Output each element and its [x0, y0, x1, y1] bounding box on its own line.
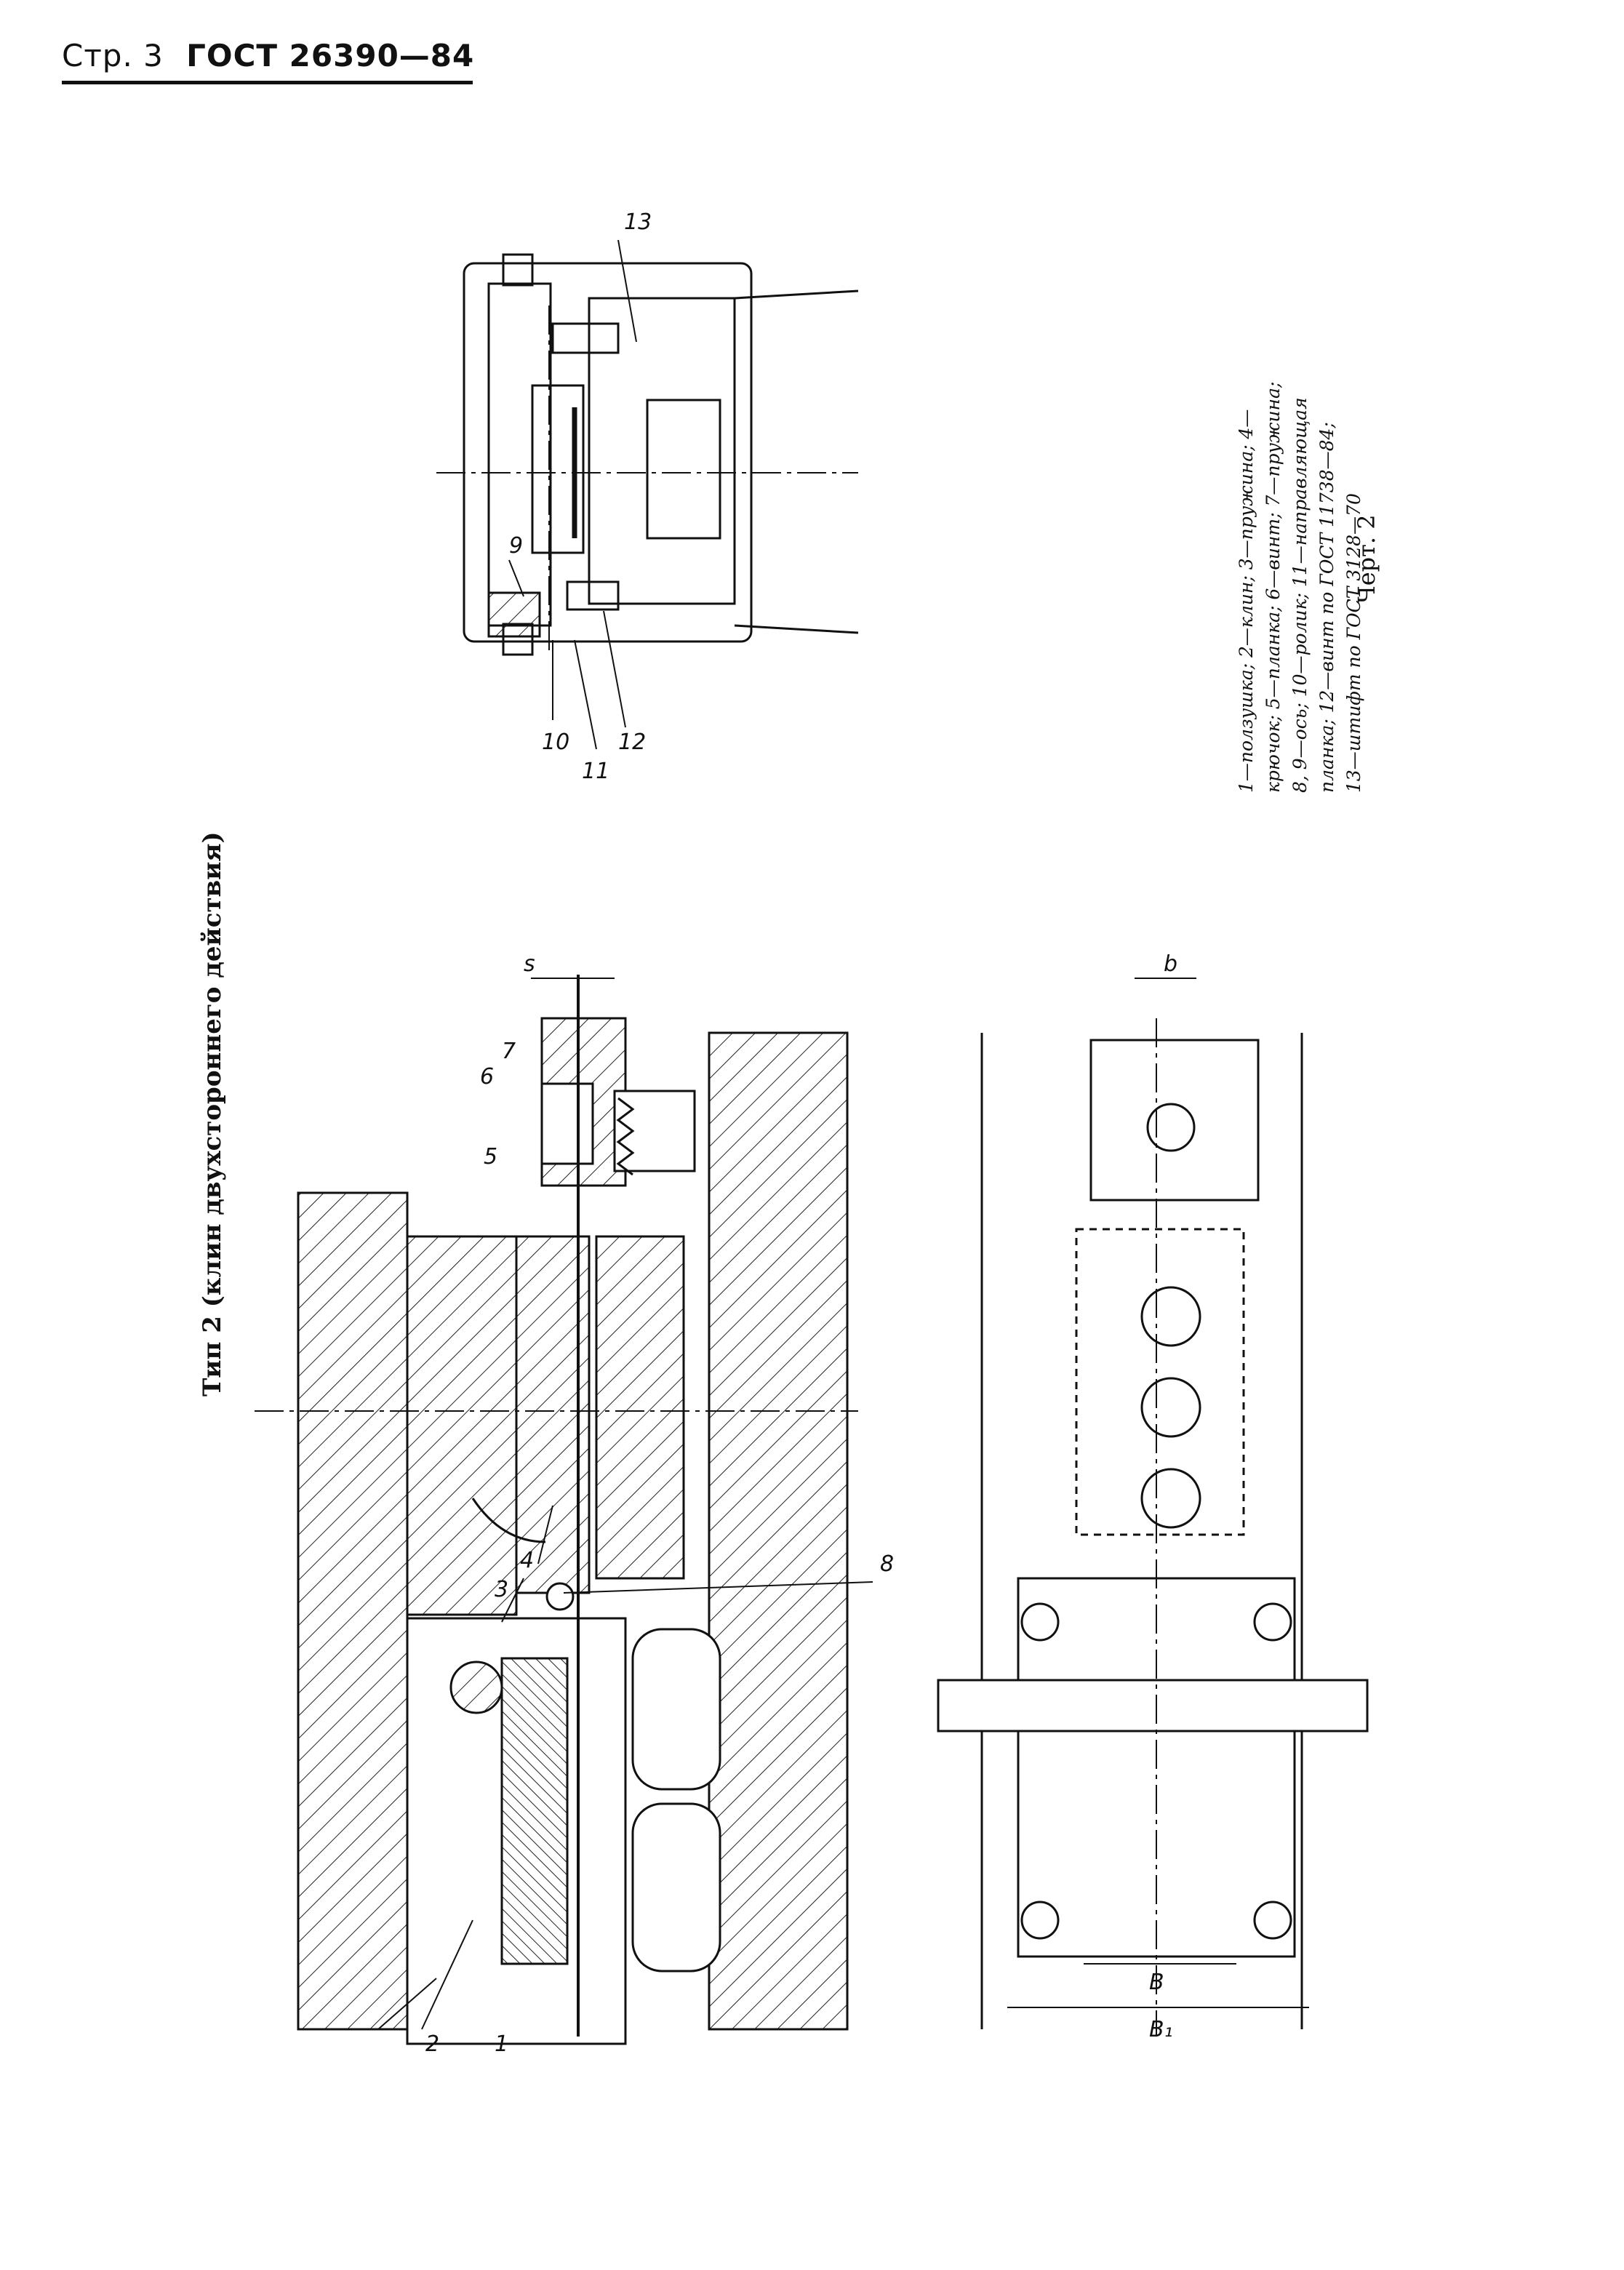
- wedge-guide-loop-2: [631, 1802, 721, 1973]
- leader-11: [574, 639, 597, 750]
- callout-7: 7: [502, 1039, 516, 1064]
- spring-7-coil: [613, 1090, 696, 1172]
- leader-9: [508, 559, 524, 597]
- plan-bolt-2: [1253, 1602, 1292, 1642]
- plan-bolt-1: [1020, 1602, 1060, 1642]
- leader-4: [537, 1505, 553, 1564]
- leader-1: [421, 1919, 473, 2030]
- upper-die-plate: [297, 1191, 409, 2031]
- plan-hole-2: [1140, 1377, 1201, 1438]
- punch-holder: [406, 1235, 518, 1616]
- figure-caption: Черт. 2: [1353, 514, 1380, 604]
- spring-7-zigzag: [616, 1097, 635, 1176]
- plan-stop-block: [1089, 1039, 1260, 1202]
- plan-bolt-4: [1253, 1901, 1292, 1940]
- leader-13: [617, 239, 637, 343]
- callout-10: 10: [542, 730, 569, 755]
- callout-1: 1: [495, 2031, 508, 2057]
- wedge-body: [500, 1657, 569, 1965]
- header-text: Стр. 3 ГОСТ 26390—84: [62, 38, 476, 73]
- callout-12: 12: [618, 730, 646, 755]
- dimension-B: B: [1149, 1970, 1164, 1995]
- top-pin-13: [551, 322, 620, 354]
- legend-line: 1—ползушка; 2—клин; 3—пружина; 4—: [1236, 409, 1257, 793]
- top-inner-frame: [588, 297, 736, 605]
- plan-die-outline: [1075, 1228, 1245, 1536]
- callout-11: 11: [582, 759, 609, 784]
- top-axis-9-hatched: [487, 591, 541, 638]
- screw-6-body: [540, 1082, 594, 1165]
- plan-view: [937, 978, 1369, 2037]
- top-outer-line-2: [734, 624, 859, 634]
- callout-6: 6: [480, 1064, 494, 1090]
- legend-line: 8, 9—ось; 10—ролик; 11—направляющая: [1289, 397, 1311, 793]
- standard-number: ГОСТ 26390—84: [186, 38, 475, 73]
- die-insert: [595, 1235, 685, 1580]
- callout-9: 9: [509, 533, 523, 559]
- plan-stop-pin: [1146, 1103, 1196, 1152]
- callout-13: 13: [624, 209, 652, 235]
- top-frame: [463, 262, 753, 643]
- figure-title: Тип 2 (клин двухстороннего действия): [198, 831, 227, 1396]
- leader-8: [563, 1581, 873, 1594]
- top-slider-bar: [487, 282, 552, 627]
- leader-12: [603, 610, 626, 728]
- dimension-s: s: [524, 951, 535, 977]
- main-section-view: [255, 975, 873, 2045]
- page-header: Стр. 3 ГОСТ 26390—84: [62, 38, 476, 84]
- plan-hole-1: [1140, 1286, 1201, 1347]
- top-outer-line-1: [734, 289, 859, 300]
- top-bolt-head: [502, 253, 534, 287]
- top-base-block: [646, 399, 721, 540]
- top-wedge-block: [531, 384, 585, 554]
- page-label: Стр. 3: [62, 38, 164, 73]
- legend-line: крючок; 5—планка; 6—винт; 7—пружина;: [1263, 381, 1284, 793]
- callout-2: 2: [425, 2031, 439, 2057]
- wedge-guide-loop-1: [631, 1628, 721, 1791]
- callout-5: 5: [484, 1144, 497, 1170]
- legend-line: планка; 12—винт по ГОСТ 11738—84;: [1316, 422, 1337, 793]
- hook-4: [471, 1498, 546, 1543]
- leader-2: [377, 1978, 437, 2030]
- callout-4: 4: [520, 1548, 534, 1573]
- callout-8: 8: [880, 1551, 894, 1577]
- lower-die-plate: [708, 1031, 849, 2031]
- plan-bolt-3: [1020, 1901, 1060, 1940]
- plan-slider-bar: [937, 1679, 1369, 1733]
- header-rule: [62, 81, 473, 84]
- dimension-b: b: [1164, 951, 1177, 977]
- axis-8: [545, 1582, 575, 1611]
- top-section-view: [436, 239, 859, 750]
- parts-legend: 1—ползушка; 2—клин; 3—пружина; 4— крючок…: [1233, 382, 1367, 793]
- leader-3: [501, 1578, 524, 1623]
- roller-10: [449, 1660, 503, 1714]
- plan-hole-3: [1140, 1468, 1201, 1529]
- dimension-B1: B₁: [1149, 2017, 1173, 2042]
- top-screw-12: [566, 580, 620, 611]
- callout-3: 3: [495, 1577, 508, 1602]
